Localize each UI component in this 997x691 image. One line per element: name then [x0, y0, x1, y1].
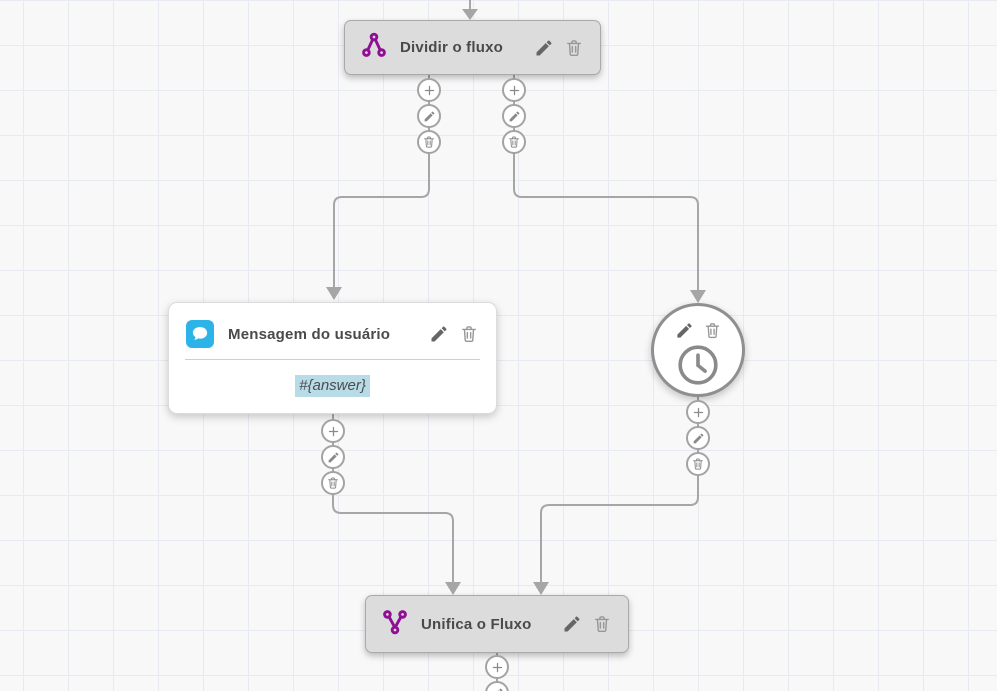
pencil-icon [509, 111, 519, 121]
pencil-icon [492, 688, 502, 691]
plus-icon [424, 85, 434, 95]
add-node-button[interactable] [417, 78, 441, 102]
plus-icon [509, 85, 519, 95]
pencil-icon [676, 323, 692, 338]
edit-connection-button[interactable] [686, 426, 710, 450]
delete-connection-button[interactable] [321, 471, 345, 495]
trash-icon [424, 136, 434, 148]
edit-connection-button[interactable] [502, 104, 526, 128]
connector-message-to-merge [332, 414, 454, 583]
delete-timer-node-button[interactable] [703, 321, 722, 340]
delete-connection-button[interactable] [502, 130, 526, 154]
trash-icon [567, 39, 581, 56]
trash-icon [705, 323, 719, 339]
delete-merge-node-button[interactable] [592, 614, 612, 634]
edit-connection-button[interactable] [485, 681, 509, 691]
add-node-button[interactable] [686, 400, 710, 424]
split-right-port-stack [502, 78, 526, 154]
user-message-node-title: Mensagem do usuário [228, 325, 391, 343]
trash-icon [693, 458, 703, 470]
trash-icon [595, 616, 609, 633]
plus-icon [693, 407, 703, 417]
merge-flow-node-title: Unifica o Fluxo [421, 615, 532, 633]
pencil-icon [693, 433, 703, 443]
arrowhead-into-split-node [462, 9, 478, 20]
merge-port-stack [485, 655, 509, 691]
delete-split-node-button[interactable] [564, 38, 584, 58]
edit-merge-node-button[interactable] [562, 614, 582, 634]
pencil-icon [431, 326, 447, 342]
delete-connection-button[interactable] [417, 130, 441, 154]
arrowhead-into-message-node [326, 287, 342, 300]
pencil-icon [536, 39, 552, 55]
merge-branch-icon [382, 609, 408, 640]
edit-message-node-button[interactable] [429, 324, 449, 344]
connector-split-to-timer [513, 75, 699, 291]
trash-icon [328, 477, 338, 489]
split-left-port-stack [417, 78, 441, 154]
split-branch-icon [361, 32, 387, 63]
message-node-divider [185, 359, 480, 360]
edit-split-node-button[interactable] [534, 38, 554, 58]
edit-connection-button[interactable] [321, 445, 345, 469]
pencil-icon [564, 616, 580, 632]
connector-split-to-message [333, 75, 430, 288]
arrowhead-into-timer-node [690, 290, 706, 303]
clock-icon [675, 342, 721, 393]
add-node-button[interactable] [321, 419, 345, 443]
delete-message-node-button[interactable] [459, 324, 479, 344]
edit-timer-node-button[interactable] [675, 321, 694, 340]
message-port-stack [321, 419, 345, 495]
user-message-node[interactable]: Mensagem do usuário #{answer} [168, 302, 497, 414]
pencil-icon [424, 111, 434, 121]
user-message-node-header: Mensagem do usuário [169, 303, 496, 359]
merge-flow-node[interactable]: Unifica o Fluxo [365, 595, 629, 653]
edit-connection-button[interactable] [417, 104, 441, 128]
trash-icon [462, 326, 476, 343]
chat-bubble-icon [186, 320, 214, 348]
arrowhead-timer-into-merge-node [533, 582, 549, 595]
plus-icon [328, 426, 338, 436]
connector-timer-to-merge [540, 397, 699, 583]
trash-icon [509, 136, 519, 148]
arrowhead-message-into-merge-node [445, 582, 461, 595]
answer-variable-chip[interactable]: #{answer} [295, 375, 370, 397]
add-node-button[interactable] [485, 655, 509, 679]
pencil-icon [328, 452, 338, 462]
add-node-button[interactable] [502, 78, 526, 102]
split-flow-node-title: Dividir o fluxo [400, 39, 504, 56]
timer-port-stack [686, 400, 710, 476]
plus-icon [492, 662, 502, 672]
timer-node[interactable] [651, 303, 745, 397]
delete-connection-button[interactable] [686, 452, 710, 476]
split-flow-node[interactable]: Dividir o fluxo [344, 20, 601, 75]
